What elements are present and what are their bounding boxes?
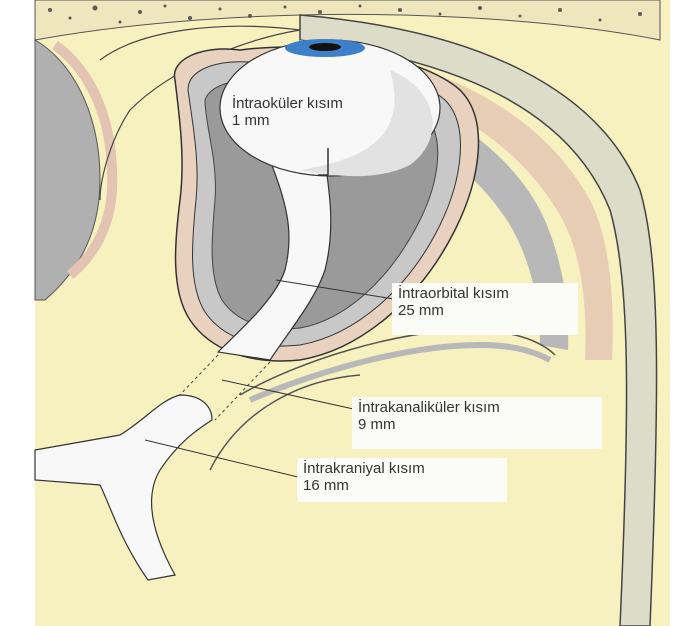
label-intracranial-title: İntrakraniyal kısım [303, 460, 501, 477]
label-intraocular-title: İntraoküler kısım [232, 95, 410, 112]
right-margin [670, 0, 691, 626]
label-intracranial: İntrakraniyal kısım 16 mm [297, 458, 507, 502]
label-intraorbital-length: 25 mm [398, 302, 572, 319]
label-intraorbital: İntraorbital kısım 25 mm [392, 283, 578, 335]
label-intracanalicular: İntrakanaliküler kısım 9 mm [352, 397, 602, 449]
label-intraocular: İntraoküler kısım 1 mm [226, 93, 416, 131]
label-intracranial-length: 16 mm [303, 477, 501, 494]
label-intracanalicular-length: 9 mm [358, 416, 596, 433]
pupil [309, 43, 341, 51]
label-intraocular-length: 1 mm [232, 112, 410, 129]
label-intracanalicular-title: İntrakanaliküler kısım [358, 399, 596, 416]
label-intraorbital-title: İntraorbital kısım [398, 285, 572, 302]
